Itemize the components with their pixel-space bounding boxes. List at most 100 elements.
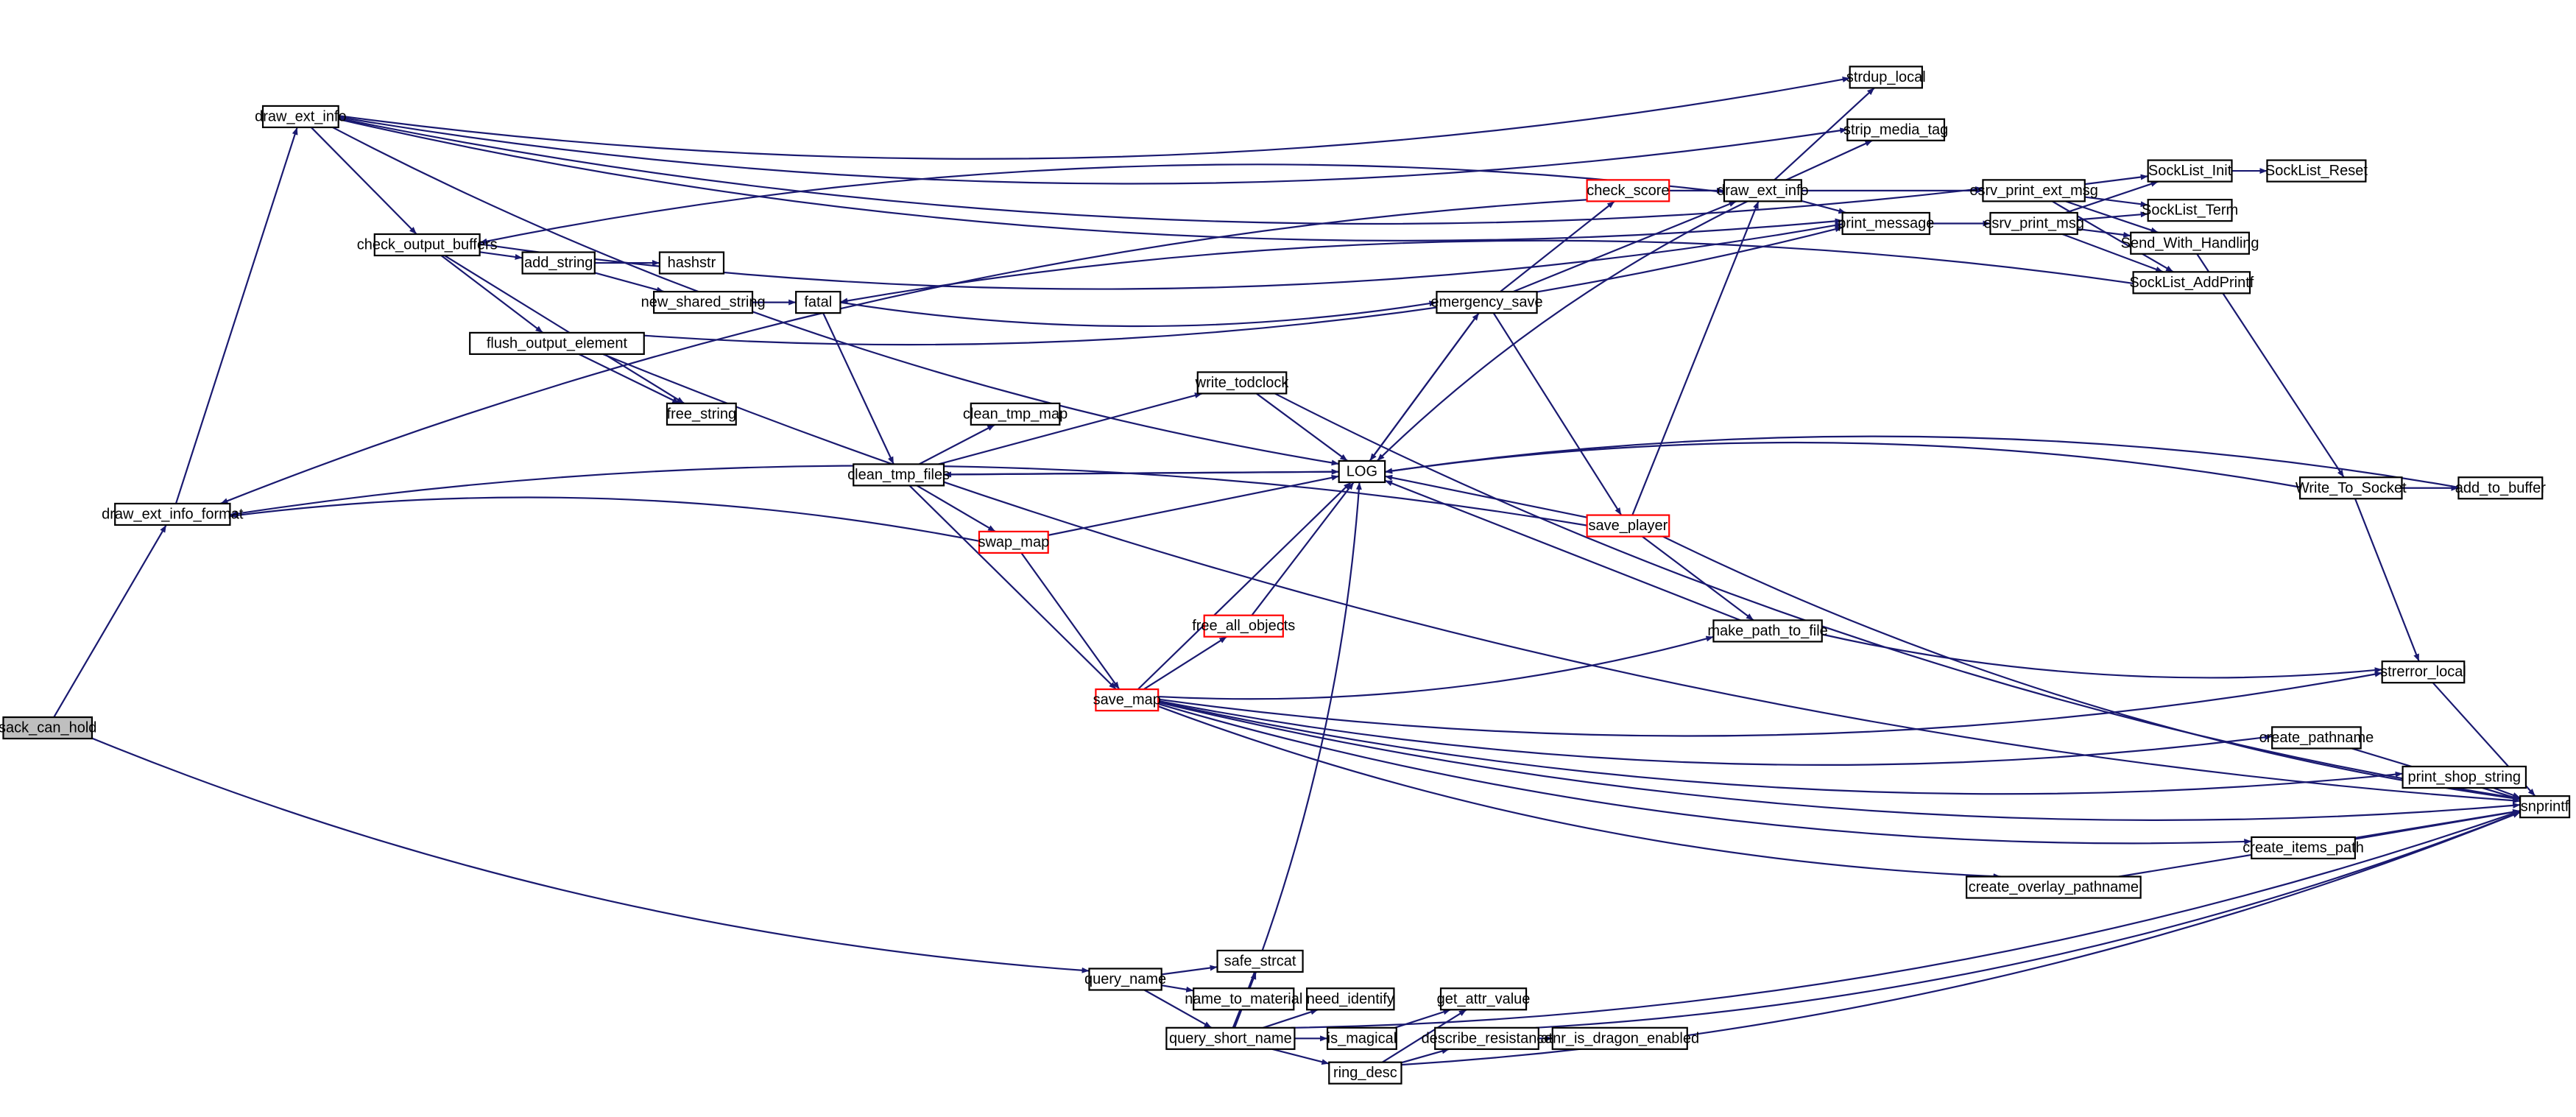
edge-query_short_name-to-need_identify: [1263, 1009, 1319, 1029]
node-name_to_material[interactable]: name_to_material: [1185, 987, 1302, 1011]
node-save_map[interactable]: save_map: [1093, 688, 1161, 712]
edge-draw_ext_info2-to-strdup_local: [1774, 87, 1875, 181]
node-need_identify[interactable]: need_identify: [1306, 987, 1395, 1011]
node-box: [2457, 476, 2544, 500]
node-esrv_print_ext_msg[interactable]: esrv_print_ext_msg: [1969, 179, 2098, 202]
node-label: esrv_print_msg: [1983, 215, 2084, 231]
node-describe_resistance[interactable]: describe_resistance: [1422, 1026, 1553, 1050]
node-label: flush_output_element: [487, 335, 628, 351]
edge-ring_desc-to-get_attr_value: [1381, 1009, 1467, 1063]
node-fatal[interactable]: fatal: [795, 290, 841, 314]
node-label: describe_resistance: [1422, 1030, 1553, 1046]
edge-save_player-to-snprintf: [1662, 535, 2521, 801]
node-add_to_buffer[interactable]: add_to_buffer: [2455, 476, 2546, 500]
node-clean_tmp_files[interactable]: clean_tmp_files: [847, 463, 950, 487]
node-label: print_message: [1838, 215, 1934, 231]
node-check_output_buffers[interactable]: check_output_buffers: [357, 233, 498, 257]
node-box: [1586, 514, 1670, 538]
node-box: [2381, 660, 2466, 684]
edge-draw_ext_info2-to-LOG: [1376, 200, 1748, 462]
edge-esrv_print_msg-to-Send_With_Handling: [2077, 228, 2131, 238]
node-snprintf[interactable]: snprintf: [2519, 795, 2571, 819]
node-box: [261, 105, 339, 129]
node-save_player[interactable]: save_player: [1586, 514, 1670, 538]
node-label: print_shop_string: [2408, 769, 2521, 785]
edge-save_map-to-print_shop_string: [1157, 700, 2403, 795]
edge-flush_output_element-to-snprintf: [602, 353, 2521, 804]
node-label: SockList_Reset: [2265, 163, 2368, 179]
node-label: check_score: [1587, 183, 1669, 199]
node-hashstr[interactable]: hashstr: [658, 251, 725, 275]
edge-check_score-to-draw_ext_info_format: [220, 199, 1587, 504]
node-box: [1203, 614, 1284, 638]
node-draw_ext_info_format[interactable]: draw_ext_info_format: [102, 502, 244, 526]
edge-describe_resistance-to-snprintf: [1535, 811, 2521, 1029]
node-write_todclock[interactable]: write_todclock: [1195, 371, 1290, 395]
node-SockList_AddPrintf[interactable]: SockList_AddPrintf: [2129, 271, 2254, 295]
node-box: [1586, 179, 1670, 202]
node-draw_ext_info2[interactable]: draw_ext_info: [1717, 179, 1809, 202]
edge-flush_output_element-to-free_string: [578, 353, 680, 404]
edge-esrv_print_msg-to-SockList_Init: [2065, 180, 2159, 214]
node-SockList_Init[interactable]: SockList_Init: [2147, 159, 2233, 183]
node-box: [2132, 271, 2251, 295]
node-label: create_pathname: [2259, 730, 2374, 746]
node-print_shop_string[interactable]: print_shop_string: [2402, 765, 2527, 789]
node-Write_To_Socket[interactable]: Write_To_Socket: [2296, 476, 2407, 500]
node-strip_media_tag[interactable]: strip_media_tag: [1843, 118, 1948, 141]
node-free_string[interactable]: free_string: [666, 402, 737, 426]
edge-Write_To_Socket-to-strerror_local: [2354, 498, 2420, 662]
node-emergency_save[interactable]: emergency_save: [1430, 290, 1543, 314]
node-clean_tmp_map[interactable]: clean_tmp_map: [963, 402, 1068, 426]
node-atnr_is_dragon_enabled[interactable]: atnr_is_dragon_enabled: [1540, 1026, 1699, 1050]
edge-fatal-to-clean_tmp_files: [822, 312, 894, 465]
node-free_all_objects[interactable]: free_all_objects: [1192, 614, 1295, 638]
node-label: make_path_to_file: [1707, 623, 1827, 639]
edge-SockList_AddPrintf-to-fatal: [840, 239, 2134, 304]
node-strerror_local[interactable]: strerror_local: [2380, 660, 2466, 684]
node-box: [1989, 211, 2078, 236]
node-safe_strcat[interactable]: safe_strcat: [1216, 949, 1304, 973]
node-label: new_shared_string: [641, 295, 766, 311]
edge-save_map-to-snprintf: [1157, 701, 2521, 821]
node-sack_can_hold[interactable]: sack_can_hold: [0, 716, 96, 740]
node-LOG[interactable]: LOG: [1338, 459, 1386, 484]
node-add_string[interactable]: add_string: [521, 251, 596, 275]
edge-query_name-to-name_to_material: [1161, 984, 1194, 993]
edge-save_map-to-free_all_objects: [1143, 635, 1227, 691]
node-esrv_print_msg[interactable]: esrv_print_msg: [1983, 211, 2084, 236]
edge-ring_desc-to-describe_resistance: [1401, 1048, 1450, 1064]
node-box: [1326, 1026, 1397, 1050]
node-strdup_local[interactable]: strdup_local: [1846, 66, 1926, 89]
node-flush_output_element[interactable]: flush_output_element: [469, 331, 645, 355]
node-label: strdup_local: [1846, 69, 1926, 85]
edge-query_short_name-to-snprintf: [1291, 810, 2521, 1029]
node-new_shared_string[interactable]: new_shared_string: [641, 290, 766, 314]
node-is_magical[interactable]: is_magical: [1326, 1026, 1397, 1050]
node-query_short_name[interactable]: query_short_name: [1165, 1026, 1296, 1050]
node-get_attr_value[interactable]: get_attr_value: [1437, 987, 1531, 1011]
node-print_message[interactable]: print_message: [1838, 211, 1934, 236]
node-create_items_path[interactable]: create_items_path: [2242, 836, 2364, 860]
node-create_overlay_pathname[interactable]: create_overlay_pathname: [1966, 875, 2142, 899]
node-make_path_to_file[interactable]: make_path_to_file: [1707, 619, 1828, 643]
node-box: [1551, 1026, 1688, 1050]
edge-draw_ext_info2-to-check_output_buffers: [479, 163, 1725, 244]
node-Send_With_Handling[interactable]: Send_With_Handling: [2121, 231, 2259, 255]
edge-make_path_to_file-to-LOG: [1384, 479, 1741, 621]
node-ring_desc[interactable]: ring_desc: [1328, 1061, 1402, 1085]
node-SockList_Reset[interactable]: SockList_Reset: [2265, 159, 2368, 183]
node-box: [1841, 211, 1930, 236]
node-label: save_player: [1588, 518, 1668, 534]
edge-query_name-to-query_short_name: [1143, 989, 1213, 1029]
node-create_pathname[interactable]: create_pathname: [2259, 726, 2374, 750]
node-SockList_Term[interactable]: SockList_Term: [2142, 199, 2238, 222]
edge-make_path_to_file-to-strerror_local: [1821, 633, 2382, 679]
edge-LOG-to-clean_tmp_files: [943, 471, 1339, 478]
node-draw_ext_info1[interactable]: draw_ext_info: [255, 105, 347, 129]
node-check_score[interactable]: check_score: [1586, 179, 1670, 202]
node-label: atnr_is_dragon_enabled: [1540, 1030, 1699, 1046]
node-swap_map[interactable]: swap_map: [978, 530, 1049, 554]
node-box: [1846, 118, 1946, 141]
node-query_name[interactable]: query_name: [1084, 968, 1166, 991]
